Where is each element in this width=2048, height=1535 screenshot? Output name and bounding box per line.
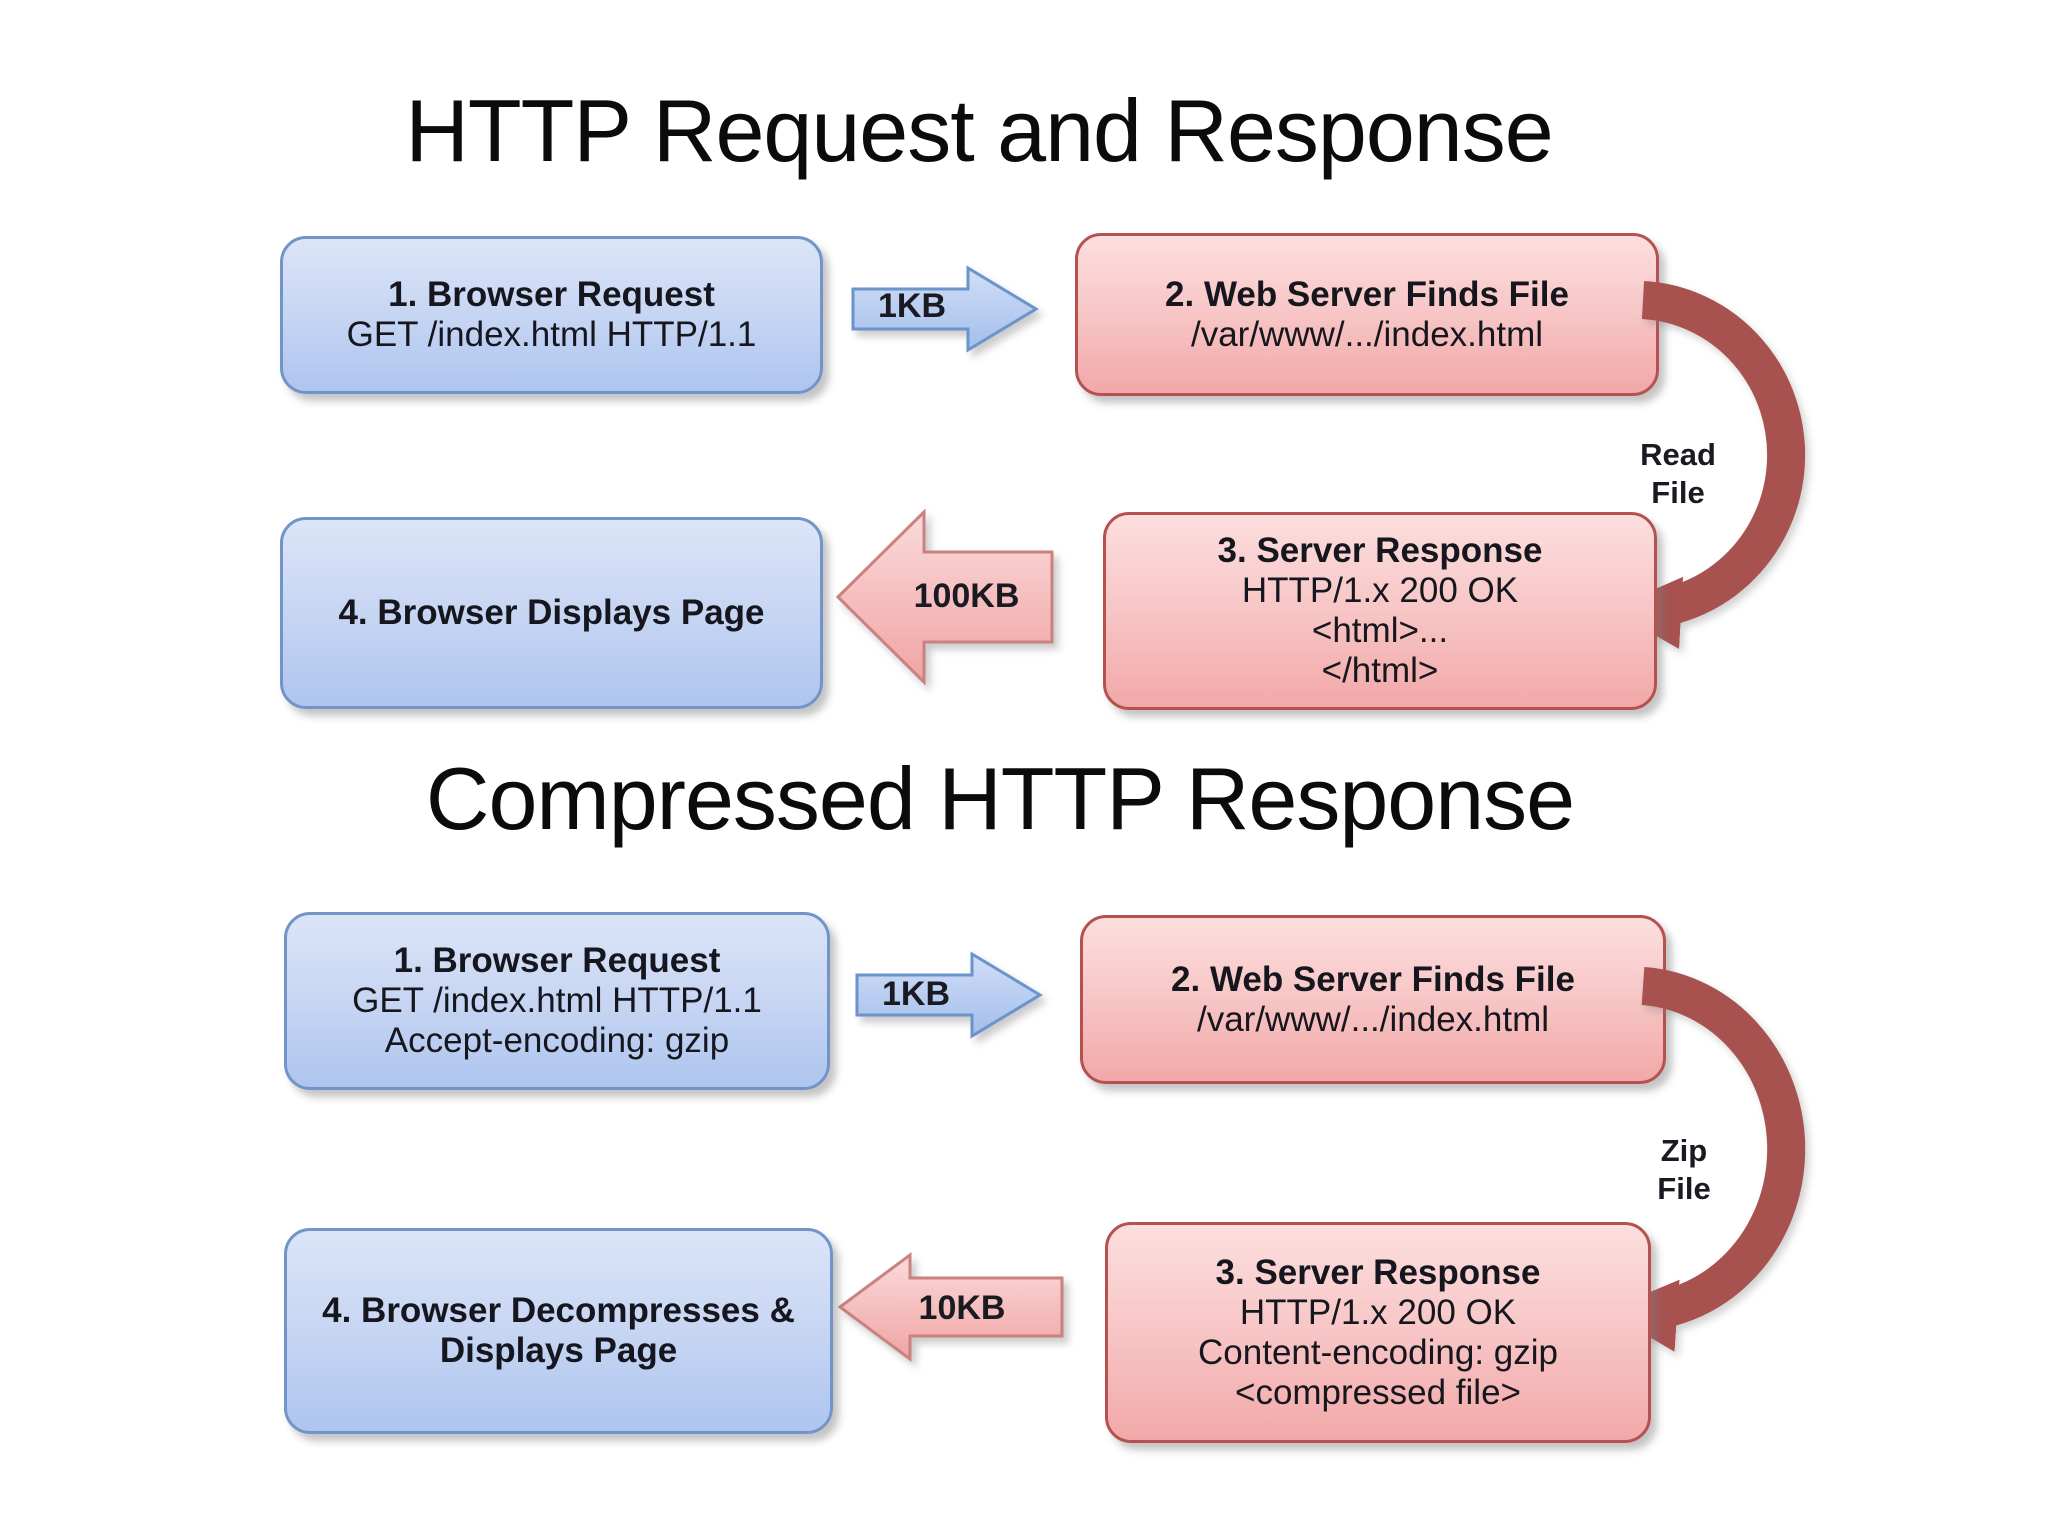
box-heading: 1. Browser Request	[393, 941, 721, 980]
box-line: <compressed file>	[1235, 1372, 1521, 1412]
box-browser-displays-page: 4. Browser Displays Page	[280, 517, 823, 709]
box-server-response: 3. Server Response HTTP/1.x 200 OK <html…	[1103, 512, 1657, 710]
curved-arrow-icon	[1608, 281, 1806, 649]
zip-file-line: Zip	[1660, 1133, 1708, 1168]
box-heading: 2. Web Server Finds File	[1165, 274, 1569, 314]
box-web-server-finds-file: 2. Web Server Finds File /var/www/.../in…	[1075, 233, 1659, 396]
read-file-line: Read	[1640, 437, 1716, 472]
box-heading: 2. Web Server Finds File	[1171, 959, 1575, 999]
box-heading: 3. Server Response	[1215, 1252, 1541, 1292]
read-file-line: File	[1651, 475, 1705, 510]
zip-file-label: Zip File	[1628, 1132, 1740, 1208]
box-browser-decompresses-displays-page: 4. Browser Decompresses & Displays Page	[284, 1228, 833, 1434]
box-line: <html>...	[1311, 611, 1449, 650]
box-line: GET /index.html HTTP/1.1	[352, 981, 762, 1020]
box-line: Accept-encoding: gzip	[384, 1021, 730, 1060]
right-arrow-icon	[855, 951, 1043, 1039]
box-browser-request: 1. Browser Request GET /index.html HTTP/…	[280, 236, 823, 394]
section2-title: Compressed HTTP Response	[425, 749, 1575, 848]
zip-file-line: File	[1657, 1171, 1711, 1206]
right-arrow-icon	[851, 265, 1039, 353]
section1-title: HTTP Request and Response	[405, 81, 1553, 180]
box-line: HTTP/1.x 200 OK	[1239, 1292, 1517, 1332]
box-heading: 4. Browser Decompresses &	[322, 1291, 795, 1330]
left-arrow-icon	[835, 508, 1054, 686]
box-heading: 1. Browser Request	[388, 275, 715, 314]
response-size-label: 100KB	[913, 577, 1020, 615]
box-heading: Displays Page	[439, 1331, 678, 1370]
response-size-label: 10KB	[918, 1289, 1006, 1327]
box-line: </html>	[1321, 651, 1439, 690]
box-line: HTTP/1.x 200 OK	[1241, 571, 1519, 610]
box-browser-request-gzip: 1. Browser Request GET /index.html HTTP/…	[284, 912, 830, 1090]
read-file-label: Read File	[1622, 436, 1734, 512]
curved-arrow-icon	[1604, 967, 1806, 1352]
request-size-label: 1KB	[877, 287, 947, 325]
box-heading: 3. Server Response	[1217, 531, 1543, 570]
box-heading: 4. Browser Displays Page	[338, 593, 765, 632]
box-line: Content-encoding: gzip	[1198, 1332, 1558, 1372]
request-size-label: 1KB	[881, 975, 951, 1013]
box-server-response-gzip: 3. Server Response HTTP/1.x 200 OK Conte…	[1105, 1222, 1651, 1443]
box-web-server-finds-file: 2. Web Server Finds File /var/www/.../in…	[1080, 915, 1666, 1084]
box-line: /var/www/.../index.html	[1196, 999, 1550, 1039]
box-line: GET /index.html HTTP/1.1	[346, 315, 757, 354]
left-arrow-icon	[837, 1252, 1064, 1362]
box-line: /var/www/.../index.html	[1190, 314, 1544, 354]
